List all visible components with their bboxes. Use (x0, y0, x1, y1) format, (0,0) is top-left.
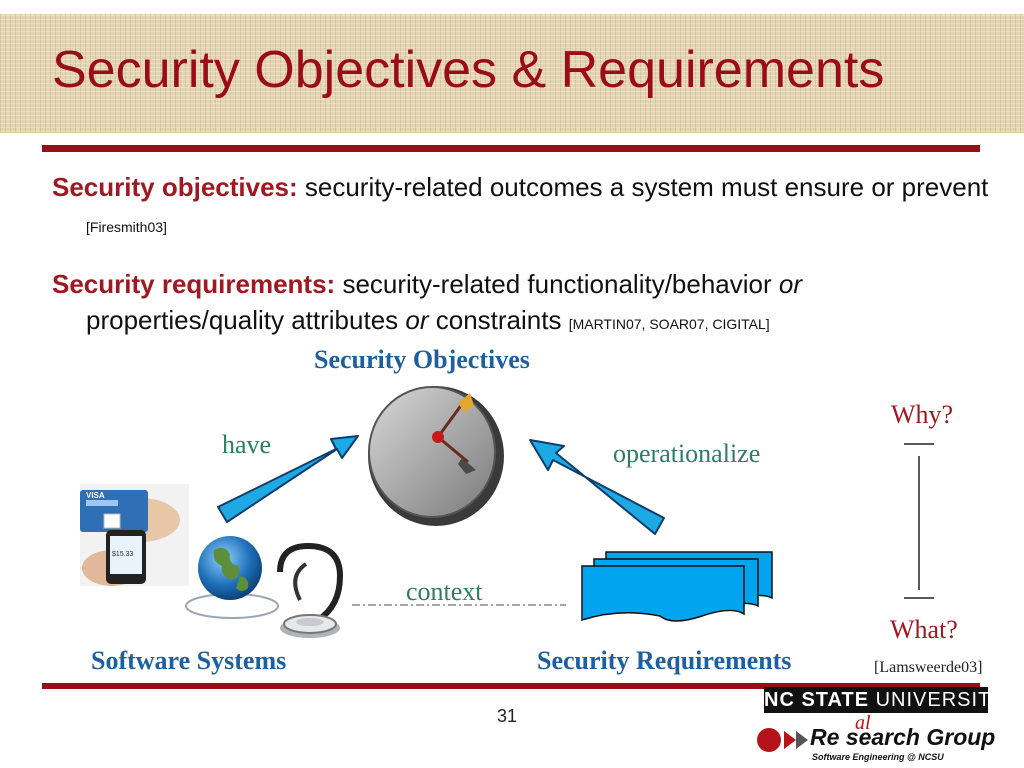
what-label: What? (890, 615, 958, 644)
payment-photo: VISA $15.33 (80, 484, 189, 586)
globe-icon (185, 536, 279, 619)
nc-state-logo: NC STATE UNIVERSITY (764, 687, 1005, 713)
operationalize-arrow (529, 439, 665, 535)
nc-state-rest-text: UNIVERSITY (869, 689, 1006, 711)
or-emphasis-2: or (405, 305, 429, 335)
why-label: Why? (891, 400, 954, 429)
citation-firesmith: [Firesmith03] (86, 219, 167, 235)
operationalize-label: operationalize (613, 439, 761, 468)
research-group-text: Re search Group (810, 724, 996, 750)
citation-lamsweerde: [Lamsweerde03] (874, 659, 983, 676)
top-divider (42, 145, 980, 152)
citation-martin-soar-cigital: [MARTIN07, SOAR07, CIGITAL] (568, 316, 770, 332)
or-emphasis-1: or (778, 269, 803, 299)
target-icon (368, 386, 504, 526)
definition-requirements-text-1: security-related functionality/behavior (335, 269, 779, 299)
title-banner (0, 14, 1024, 133)
stethoscope-icon (277, 542, 344, 638)
software-systems-caption: Software Systems (91, 646, 287, 675)
definition-objectives: Security objectives: security-related ou… (52, 169, 1006, 245)
research-group-subtitle: Software Engineering @ NCSU (812, 752, 944, 762)
bottom-divider (42, 683, 980, 689)
security-requirements-caption: Security Requirements (537, 646, 792, 675)
why-what-bracket (904, 443, 934, 599)
phone-amount-text: $15.33 (112, 551, 134, 558)
term-security-requirements: Security requirements: (52, 269, 336, 299)
term-security-objectives: Security objectives: (52, 172, 298, 202)
have-label: have (222, 430, 272, 459)
requirements-document-icon (581, 551, 773, 622)
security-objectives-caption: Security Objectives (314, 345, 530, 374)
visa-card-text: VISA (86, 491, 105, 500)
definition-objectives-text: security-related outcomes a system must … (297, 172, 989, 202)
slide-title: Security Objectives & Requirements (52, 41, 885, 99)
research-group-logo-mark (757, 728, 808, 752)
nc-state-bold-text: NC STATE (764, 689, 870, 711)
page-number: 31 (497, 706, 518, 726)
definition-requirements: Security requirements: security-related … (52, 266, 1006, 342)
research-group-logo: al Re search Group Software Engineering … (760, 712, 1000, 766)
research-group-overlay-text: al (855, 712, 871, 734)
context-label: context (406, 577, 483, 606)
have-arrow (217, 435, 359, 523)
definition-requirements-text-3: constraints (428, 305, 569, 335)
definition-requirements-text-2: properties/quality attributes (86, 305, 406, 335)
